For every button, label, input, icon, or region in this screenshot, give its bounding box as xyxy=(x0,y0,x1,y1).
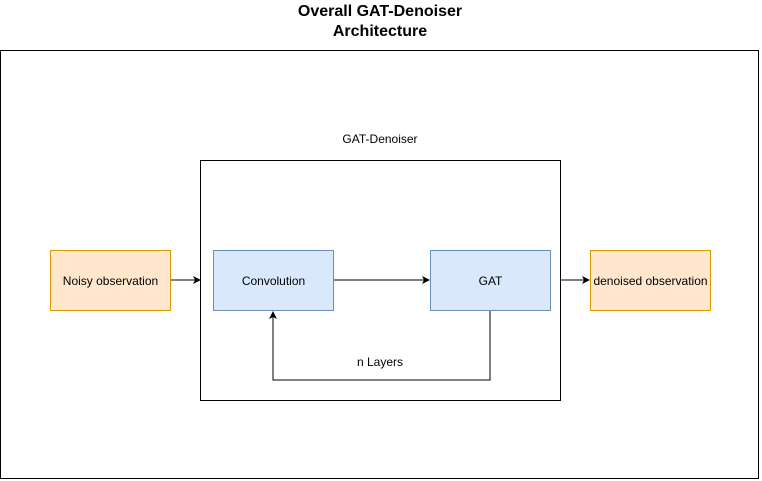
gat-label: GAT xyxy=(478,273,503,288)
diagram-title: Overall GAT-Denoiser Architecture xyxy=(230,2,530,42)
denoised-observation-label: denoised observation xyxy=(593,273,708,288)
gat-node: GAT xyxy=(430,250,551,311)
convolution-node: Convolution xyxy=(213,250,334,311)
diagram-title-line-1: Overall GAT-Denoiser xyxy=(297,3,463,20)
edge-gat-loop-to-convolution xyxy=(269,311,491,381)
outer-architecture-frame xyxy=(0,50,759,479)
denoised-observation-node: denoised observation xyxy=(590,250,711,311)
diagram-title-line-2: Architecture xyxy=(332,23,428,40)
noisy-observation-label: Noisy observation xyxy=(62,273,159,288)
n-layers-label: n Layers xyxy=(356,355,404,369)
gat-denoiser-container-label: GAT-Denoiser xyxy=(342,132,418,146)
convolution-label: Convolution xyxy=(241,273,306,288)
noisy-observation-node: Noisy observation xyxy=(50,250,171,311)
